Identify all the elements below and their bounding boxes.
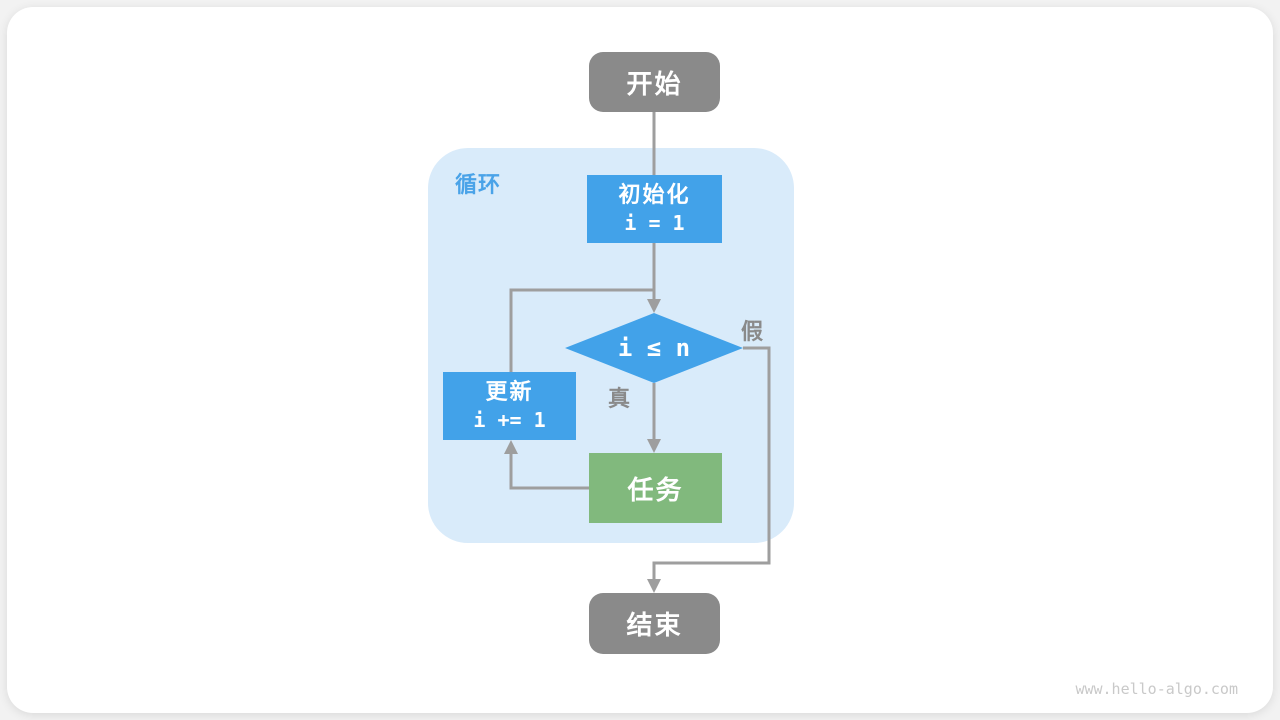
- arrowhead-into-end: [647, 579, 661, 593]
- branch-true-label: 真: [608, 387, 631, 412]
- loop-region-label: 循环: [455, 173, 502, 198]
- update-node-label: 更新: [485, 380, 534, 405]
- end-node: 结束: [589, 593, 720, 654]
- update-node-code: i += 1: [473, 408, 546, 432]
- task-node: 任务: [589, 453, 722, 523]
- start-node-label: 开始: [626, 69, 683, 100]
- condition-node-label: i ≤ n: [617, 334, 691, 362]
- init-node-code: i = 1: [624, 211, 685, 235]
- update-node: 更新 i += 1: [443, 372, 576, 440]
- start-node: 开始: [589, 52, 720, 112]
- site-watermark: www.hello-algo.com: [1075, 680, 1238, 698]
- init-node-label: 初始化: [618, 183, 691, 208]
- end-node-label: 结束: [626, 611, 683, 641]
- branch-false-label: 假: [741, 320, 764, 345]
- task-node-label: 任务: [627, 475, 684, 506]
- init-node: 初始化 i = 1: [587, 175, 722, 243]
